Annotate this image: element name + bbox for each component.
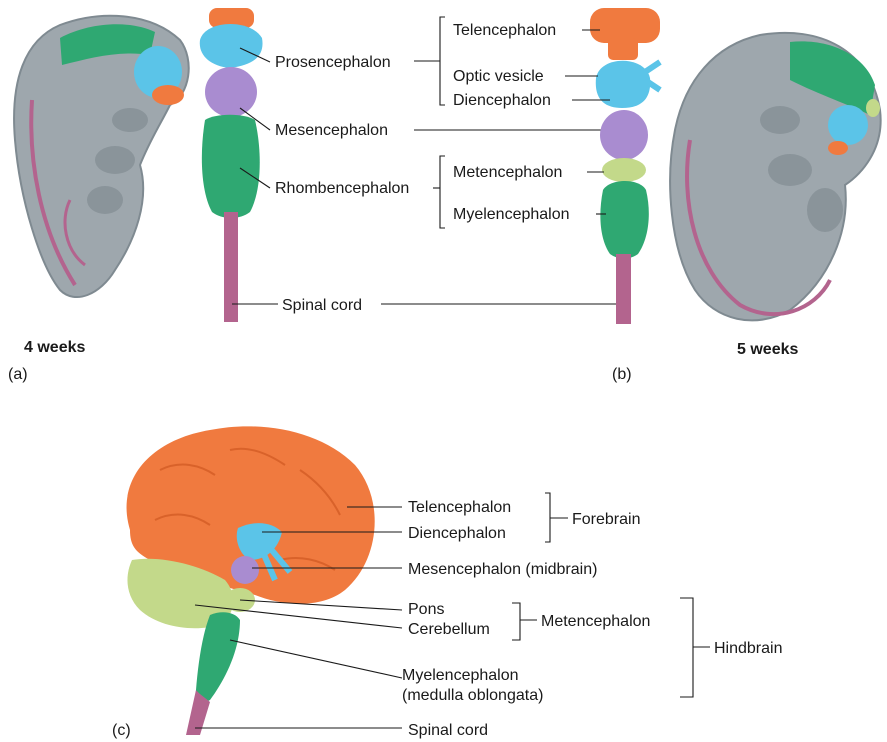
label-prosencephalon: Prosencephalon [275, 54, 391, 71]
label-telencephalon-c: Telencephalon [408, 499, 511, 516]
label-metencephalon-c: Metencephalon [541, 613, 650, 630]
label-diencephalon-c: Diencephalon [408, 525, 506, 542]
panel-label-c: (c) [112, 722, 131, 739]
panel-label-b: (b) [612, 366, 632, 383]
age-5-weeks: 5 weeks [737, 341, 798, 358]
embryo-4-weeks [14, 16, 189, 297]
label-mesencephalon: Mesencephalon [275, 122, 388, 139]
label-hindbrain: Hindbrain [714, 640, 782, 657]
label-forebrain: Forebrain [572, 511, 640, 528]
label-spinal-cord-a: Spinal cord [282, 297, 362, 314]
age-4-weeks: 4 weeks [24, 339, 85, 356]
adult-brain [127, 426, 375, 735]
embryo-5-weeks [670, 33, 880, 321]
label-myelencephalon-c-line1: Myelencephalon [402, 667, 519, 684]
label-telencephalon-b: Telencephalon [453, 22, 556, 39]
label-cerebellum: Cerebellum [408, 621, 490, 638]
neural-tube-5-weeks [590, 8, 660, 324]
label-myelencephalon-c-line2: (medulla oblongata) [402, 687, 543, 704]
label-spinal-cord-c: Spinal cord [408, 722, 488, 739]
label-mesencephalon-c: Mesencephalon (midbrain) [408, 561, 597, 578]
cross-panel-lines [381, 17, 618, 304]
label-optic-vesicle: Optic vesicle [453, 68, 544, 85]
label-myelencephalon-b: Myelencephalon [453, 206, 570, 223]
label-rhombencephalon: Rhombencephalon [275, 180, 409, 197]
label-diencephalon-b: Diencephalon [453, 92, 551, 109]
neural-tube-4-weeks [200, 8, 263, 322]
label-pons: Pons [408, 601, 444, 618]
panel-label-a: (a) [8, 366, 28, 383]
label-metencephalon-b: Metencephalon [453, 164, 562, 181]
